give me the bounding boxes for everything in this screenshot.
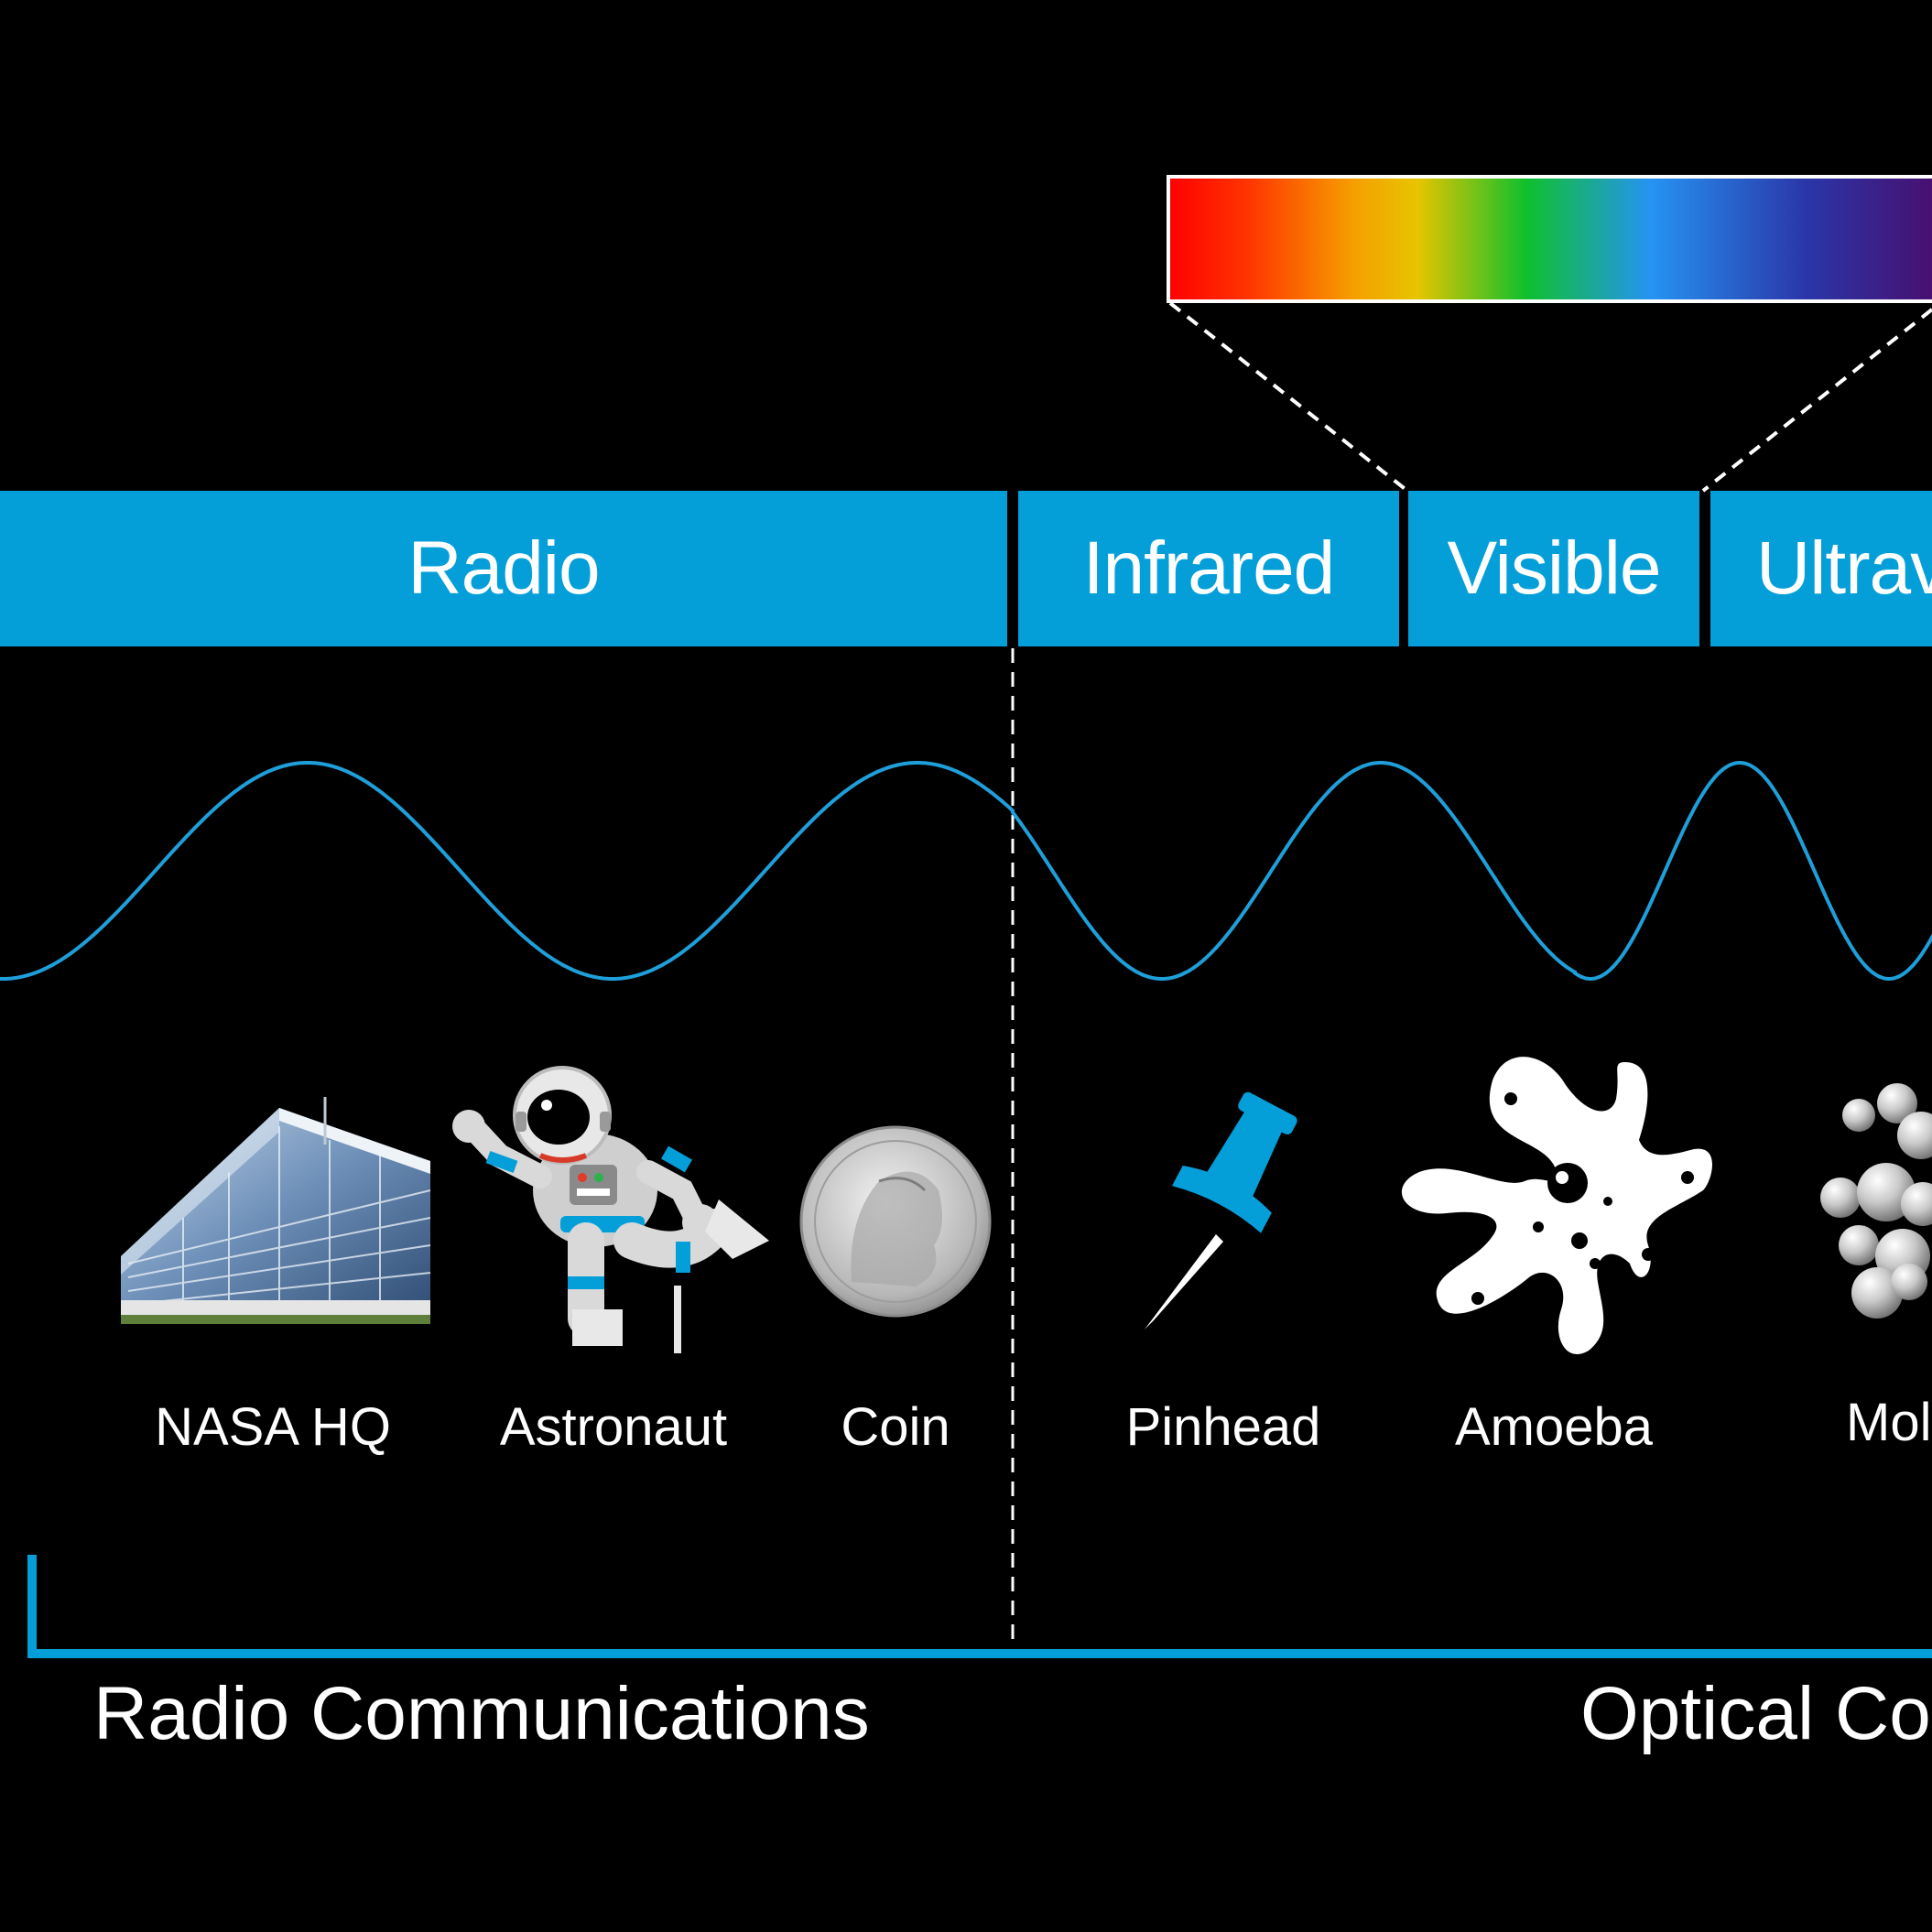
spectrum-connector-left — [1168, 301, 1409, 493]
object-label-molecule: Mol — [1846, 1393, 1932, 1452]
object-label-pinhead: Pinhead — [1125, 1397, 1321, 1457]
band-radio-label: Radio — [407, 526, 600, 610]
nasa-hq-building-image — [121, 1097, 431, 1324]
optical-communications-label: Optical Co — [1580, 1672, 1931, 1755]
coin-image — [799, 1125, 992, 1318]
band-ultraviolet: Ultrav — [1710, 491, 1932, 646]
spectrum-connector-right — [1701, 308, 1932, 493]
band-radio: Radio — [0, 491, 1007, 646]
communications-bracket — [27, 1555, 1932, 1658]
astronaut-image — [452, 1066, 769, 1353]
band-ultraviolet-label: Ultrav — [1756, 526, 1932, 610]
band-infrared-label: Infrared — [1082, 526, 1336, 610]
object-label-coin: Coin — [841, 1397, 950, 1457]
molecule-image — [1820, 1083, 1932, 1319]
amoeba-icon — [1401, 1057, 1712, 1354]
object-label-nasa-hq: NASA HQ — [155, 1397, 391, 1457]
band-visible-label: Visible — [1447, 526, 1661, 610]
band-infrared: Infrared — [1018, 491, 1399, 646]
radio-communications-label: Radio Communications — [93, 1672, 870, 1755]
em-wave — [0, 760, 1932, 981]
visible-spectrum-bar — [1167, 175, 1932, 303]
pushpin-icon — [1145, 1091, 1297, 1330]
object-label-amoeba: Amoeba — [1454, 1397, 1654, 1457]
object-label-astronaut: Astronaut — [499, 1397, 728, 1457]
band-visible: Visible — [1408, 491, 1699, 646]
